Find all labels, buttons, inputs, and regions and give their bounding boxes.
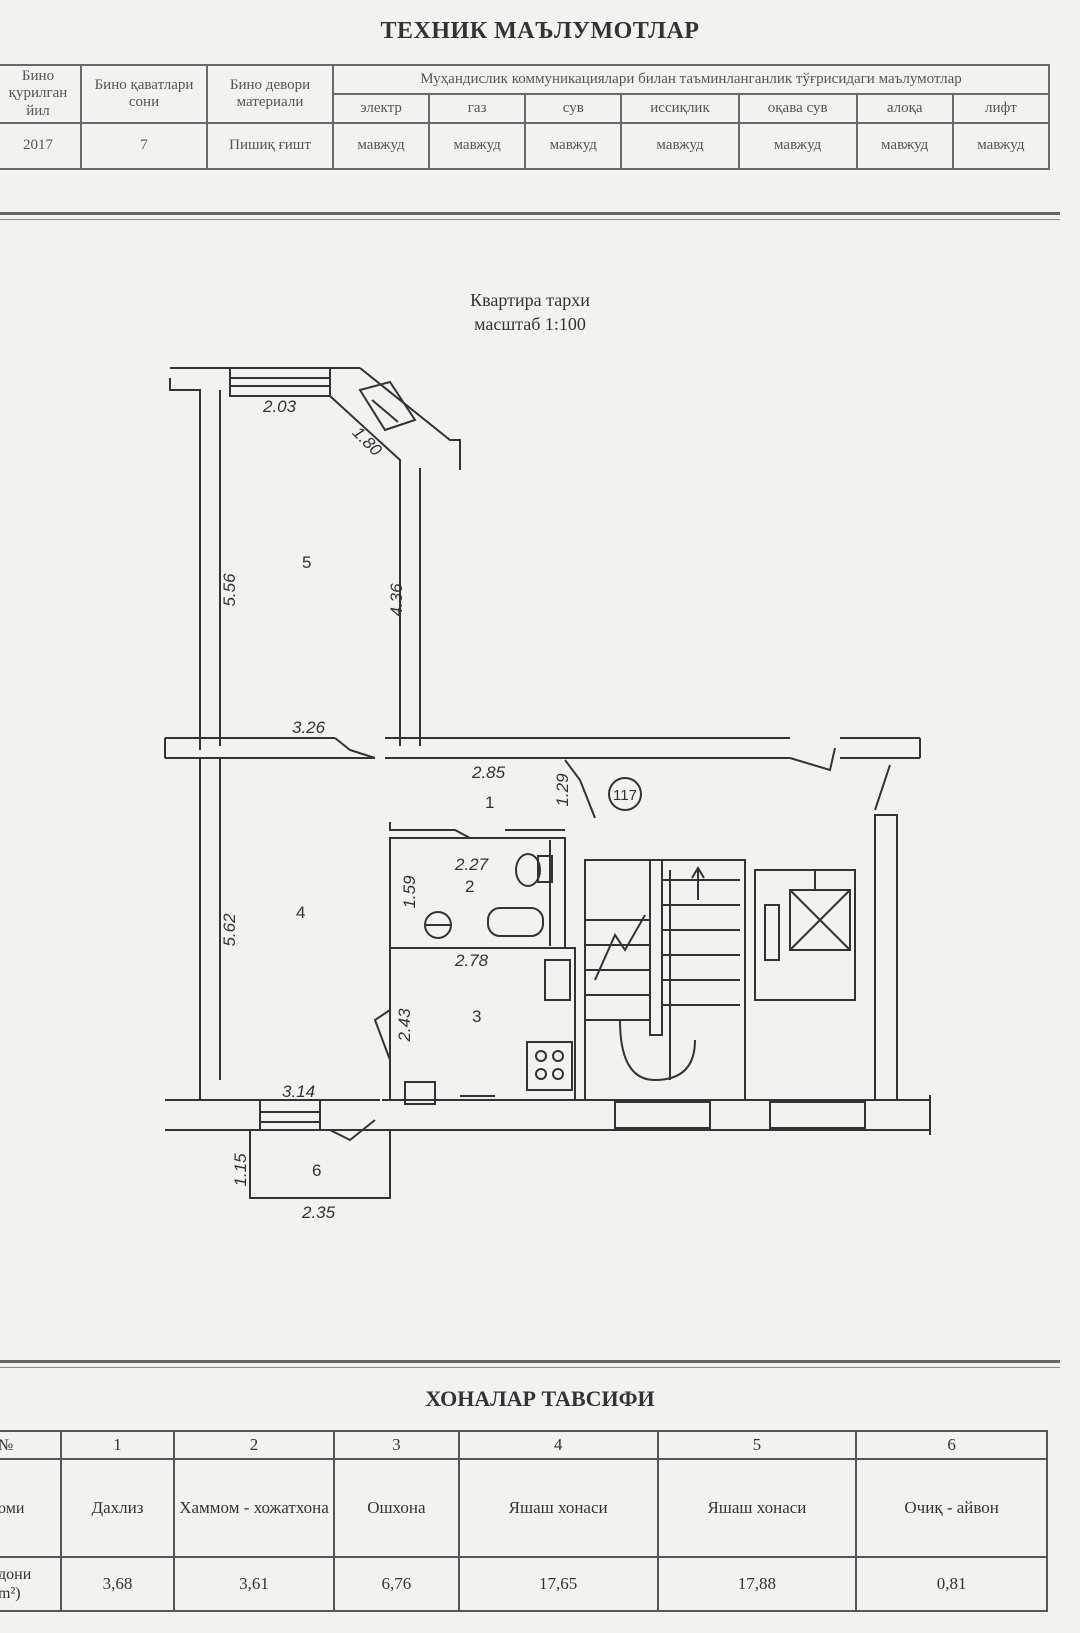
divider-bottom-thin (0, 1367, 1060, 1368)
room-number-4: 4 (457, 1429, 659, 1461)
value-telecom: мавжуд (855, 121, 954, 170)
divider-bottom (0, 1360, 1060, 1363)
value-elevator: мавжуд (951, 121, 1051, 170)
room-area-1: 3,68 (59, 1556, 176, 1613)
room-number-1: 1 (59, 1429, 176, 1461)
value-floors: 7 (80, 121, 208, 170)
value-electric: мавжуд (331, 121, 431, 170)
room-name-3: Ошхона (333, 1458, 460, 1559)
page-title: ТЕХНИК МАЪЛУМОТЛАР (380, 18, 700, 44)
room-label-4: 4 (296, 903, 305, 922)
room-area-2: 3,61 (173, 1556, 336, 1613)
dim-2-03: 2.03 (262, 397, 297, 416)
utility-water: сув (524, 92, 623, 124)
utility-gas: газ (428, 92, 527, 124)
header-year: Бино қурилган йил (0, 64, 82, 124)
dim-1-29: 1.29 (553, 773, 572, 807)
apartment-floor-plan: 117 2.03 1.80 5.56 4.36 3.26 2.85 1.29 2… (164, 367, 931, 1222)
room-name-5: Яшаш хонаси (656, 1458, 858, 1559)
room-label-1: 1 (485, 793, 494, 812)
utility-telecom: алоқа (855, 92, 954, 124)
dim-1-80: 1.80 (349, 423, 386, 460)
utility-heating: иссиқлик (620, 92, 740, 124)
plan-scale: масштаб 1:100 (474, 314, 586, 335)
room-name-6: Очиқ - айвон (855, 1458, 1048, 1559)
room-area-3: 6,76 (333, 1556, 460, 1613)
apartment-number: 117 (613, 787, 637, 804)
room-name-2: Хаммом - хожатхона (173, 1458, 336, 1559)
header-floors: Бино қаватлари сони (80, 64, 208, 124)
row-label-area: дони m²) (0, 1556, 62, 1613)
value-year: 2017 (0, 121, 82, 170)
header-utilities: Муҳандислик коммуникациялари билан таъми… (332, 64, 1050, 95)
dim-2-43: 2.43 (395, 1008, 414, 1043)
dim-3-26: 3.26 (292, 718, 326, 737)
room-area-5: 17,88 (656, 1556, 858, 1613)
dim-2-35: 2.35 (301, 1203, 336, 1222)
value-gas: мавжуд (428, 121, 527, 170)
plan-title-block: Квартира тархи масштаб 1:100 (400, 288, 660, 337)
room-label-2: 2 (465, 877, 474, 896)
room-label-3: 3 (472, 1007, 481, 1026)
room-name-1: Дахлиз (59, 1458, 176, 1559)
plan-title: Квартира тархи (470, 290, 590, 310)
value-material: Пишиқ ғишт (206, 121, 334, 170)
divider-top (0, 212, 1060, 215)
utility-sewage: оқава сув (737, 92, 858, 124)
dim-1-59: 1.59 (400, 875, 419, 909)
room-number-6: 6 (855, 1429, 1048, 1461)
rooms-section-title: ХОНАЛАР ТАВСИФИ (425, 1386, 655, 1411)
rooms-table: № 1 2 3 4 5 6 оми Дахлиз Хаммом - хожатх… (0, 1429, 1048, 1613)
row-label-number: № (0, 1429, 62, 1461)
room-label-5: 5 (302, 553, 311, 572)
utility-elevator: лифт (951, 92, 1051, 124)
dim-5-56: 5.56 (220, 573, 239, 607)
dim-4-36: 4.36 (387, 583, 406, 617)
value-heating: мавжуд (620, 121, 740, 170)
room-number-5: 5 (656, 1429, 858, 1461)
dim-1-15: 1.15 (231, 1153, 250, 1187)
room-number-2: 2 (173, 1429, 336, 1461)
divider-top-thin (0, 219, 1060, 220)
value-sewage: мавжуд (737, 121, 858, 170)
dim-2-85: 2.85 (471, 763, 506, 782)
value-water: мавжуд (524, 121, 623, 170)
technical-data-table: Бино қурилган йил Бино қаватлари сони Би… (0, 64, 1051, 170)
room-number-3: 3 (333, 1429, 460, 1461)
dim-5-62: 5.62 (220, 913, 239, 947)
dim-3-14: 3.14 (282, 1082, 315, 1101)
dim-2-27: 2.27 (454, 855, 489, 874)
row-label-name: оми (0, 1458, 62, 1559)
room-label-6: 6 (312, 1161, 321, 1180)
header-material: Бино девори материали (206, 64, 334, 124)
room-area-6: 0,81 (855, 1556, 1048, 1613)
room-area-4: 17,65 (457, 1556, 659, 1613)
room-name-4: Яшаш хонаси (457, 1458, 659, 1559)
dim-2-78: 2.78 (454, 951, 489, 970)
utility-electric: электр (331, 92, 431, 124)
